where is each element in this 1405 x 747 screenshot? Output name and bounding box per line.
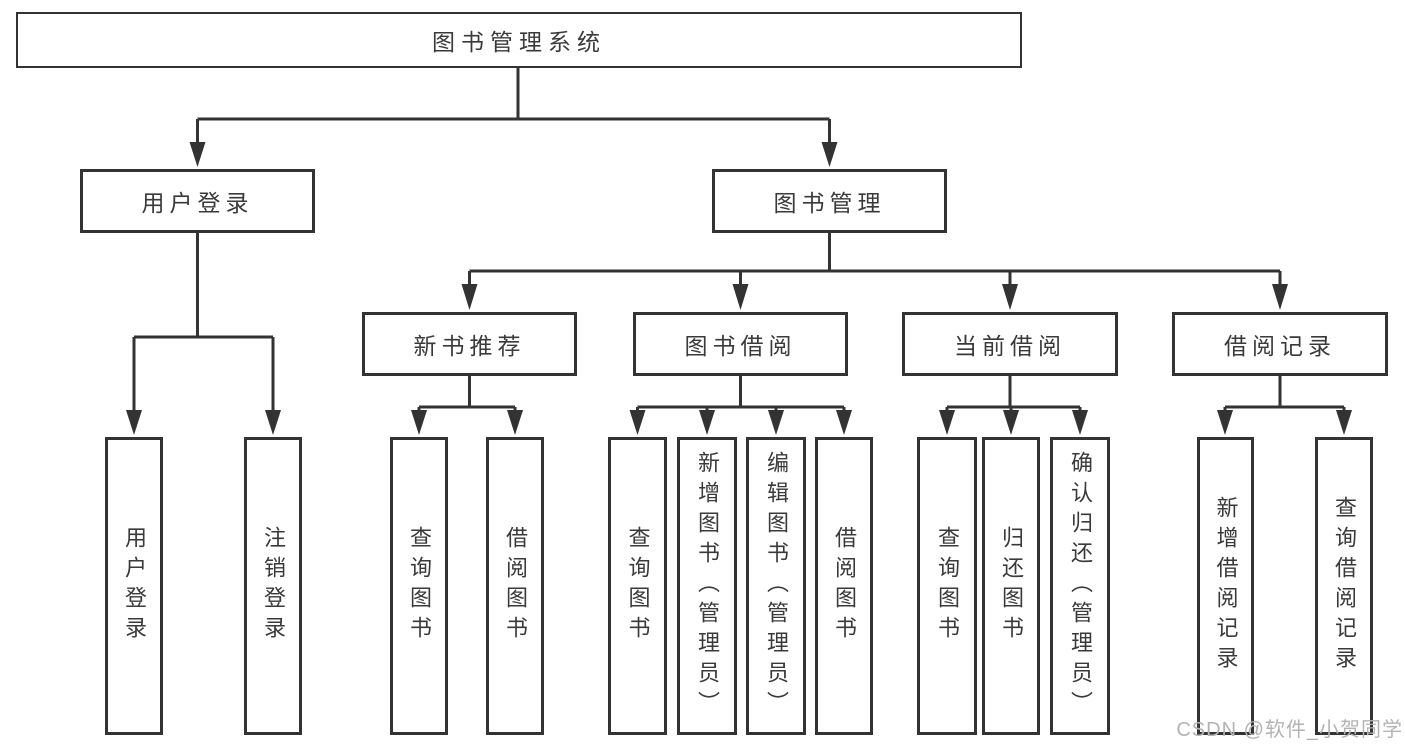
leaf-query-books-3: 查询图书 (917, 437, 977, 735)
connector-new-book-recommend-children (411, 376, 523, 435)
leaf-return-book: 归还图书 (982, 437, 1040, 735)
connector-root-to-level2 (189, 68, 838, 167)
arrowhead-leaf-borrow-books-2 (836, 410, 852, 435)
node-user-login: 用户登录 (80, 169, 315, 233)
node-new-book-recommend: 新书推荐 (362, 312, 577, 376)
arrowhead-leaf-confirm-return (1072, 410, 1088, 435)
leaf-confirm-return-admin: 确认归还（管理员） (1050, 437, 1110, 735)
csdn-watermark: CSDN @软件_小贺同学 (1176, 719, 1403, 741)
node-root: 图书管理系统 (16, 12, 1022, 68)
connector-user-login-children (126, 233, 281, 435)
leaf-borrow-books-2: 借阅图书 (815, 437, 873, 735)
leaf-query-books-1: 查询图书 (390, 437, 448, 735)
arrowhead-leaf-logout (265, 410, 281, 435)
leaf-add-book-admin: 新增图书（管理员） (677, 437, 737, 735)
arrowhead-current-borrow (1002, 284, 1018, 310)
node-current-borrow: 当前借阅 (902, 312, 1118, 376)
leaf-logout: 注销登录 (244, 437, 302, 735)
leaf-query-books-2: 查询图书 (608, 437, 667, 735)
arrowhead-user-login (189, 142, 206, 167)
arrowhead-leaf-return-book (1003, 410, 1019, 435)
arrowhead-leaf-query-books-1 (411, 410, 427, 435)
connector-current-borrow-children (939, 376, 1088, 435)
arrowhead-book-borrow (732, 284, 749, 310)
node-borrow-records: 借阅记录 (1172, 312, 1388, 376)
connector-book-management-children (461, 233, 1288, 310)
arrowhead-leaf-query-books-3 (939, 410, 955, 435)
node-book-borrow: 图书借阅 (633, 312, 848, 376)
leaf-edit-book-admin: 编辑图书（管理员） (746, 437, 806, 735)
node-book-management: 图书管理 (712, 169, 947, 233)
arrowhead-leaf-add-book (699, 410, 715, 435)
arrowhead-borrow-records (1272, 284, 1288, 310)
arrowhead-book-management (821, 142, 838, 167)
leaf-user-login: 用户登录 (105, 437, 163, 735)
arrowhead-new-book-recommend (461, 284, 478, 310)
leaf-add-borrow-record: 新增借阅记录 (1197, 437, 1254, 735)
arrowhead-leaf-edit-book (768, 410, 784, 435)
arrowhead-leaf-borrow-books-1 (507, 410, 523, 435)
connector-borrow-records-children (1217, 376, 1352, 435)
arrowhead-leaf-add-borrow-record (1217, 410, 1233, 435)
leaf-query-borrow-record: 查询借阅记录 (1315, 437, 1373, 735)
arrowhead-leaf-query-borrow-record (1336, 410, 1352, 435)
leaf-borrow-books-1: 借阅图书 (486, 437, 544, 735)
connector-book-borrow-children (629, 376, 852, 435)
arrowhead-leaf-query-books-2 (629, 410, 646, 435)
arrowhead-leaf-user-login (126, 410, 142, 435)
